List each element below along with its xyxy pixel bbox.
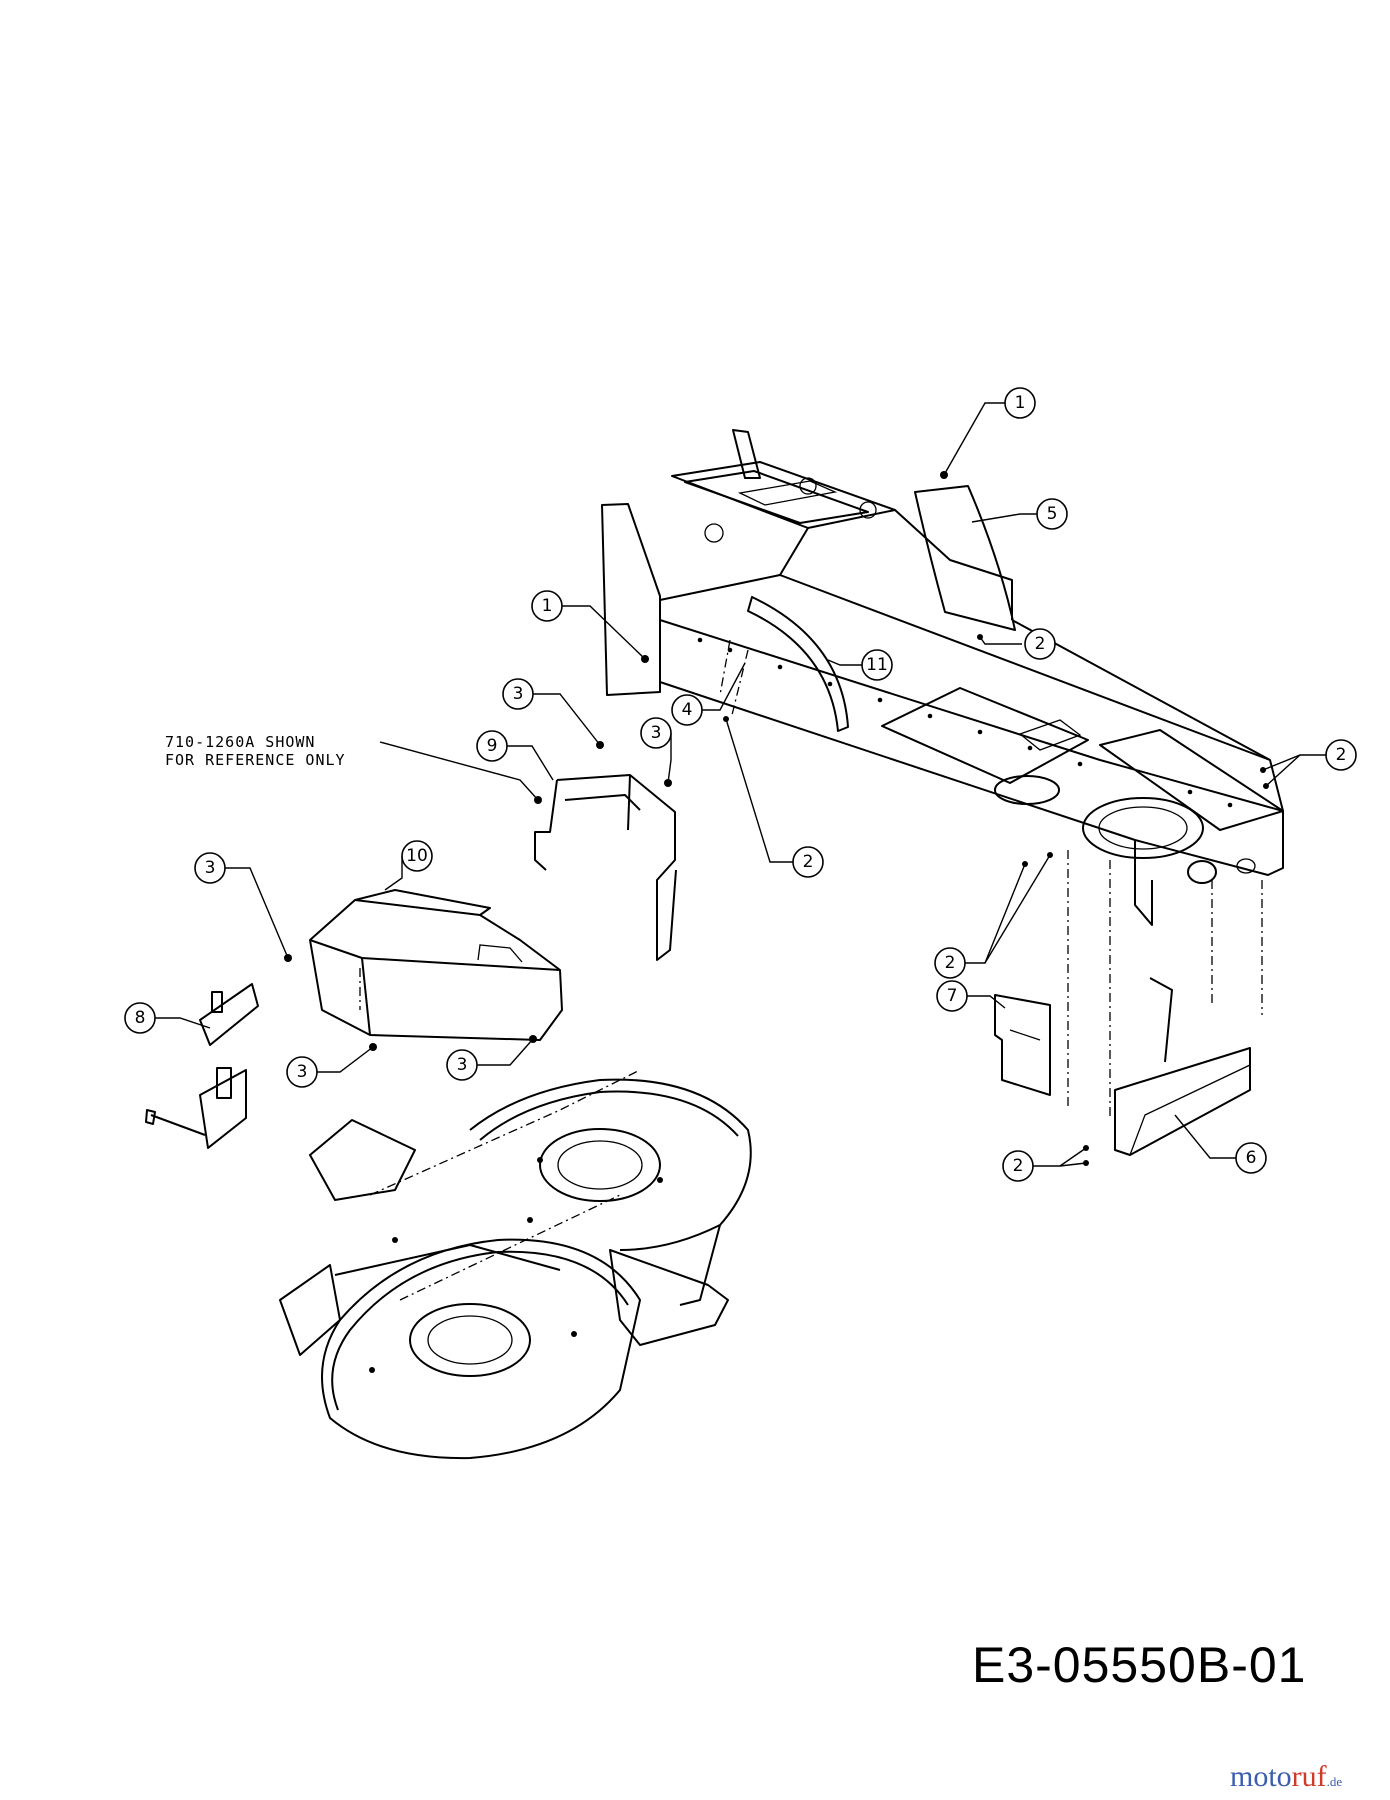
mower-deck	[279, 1069, 752, 1460]
callout-bubble: 2	[1325, 739, 1357, 771]
callout-number: 2	[1336, 745, 1347, 765]
callout-number: 1	[1015, 393, 1026, 413]
callout-number: 3	[205, 858, 216, 878]
callout-number: 3	[457, 1055, 468, 1075]
watermark-part3: .de	[1326, 1774, 1343, 1789]
reference-note-line1: 710-1260A SHOWN	[165, 733, 315, 751]
leader-lines	[155, 402, 1326, 1167]
callout-bubble: 2	[792, 846, 824, 878]
callout-number: 2	[1013, 1156, 1024, 1176]
diagram-code: E3-05550B-01	[972, 1637, 1307, 1693]
reference-note-line2: FOR REFERENCE ONLY	[165, 751, 346, 769]
callout-number: 7	[947, 986, 958, 1006]
callout-bubble: 3	[502, 678, 534, 710]
watermark-logo: motoruf.de	[1230, 1760, 1342, 1794]
callout-bubble: 10	[401, 840, 433, 872]
callout-number: 11	[866, 655, 888, 675]
watermark-part1: moto	[1230, 1760, 1292, 1793]
callout-number: 2	[803, 852, 814, 872]
callout-number: 4	[682, 700, 693, 720]
callout-number: 8	[135, 1008, 146, 1028]
callout-number: 9	[487, 736, 498, 756]
callout-bubble: 2	[1002, 1150, 1034, 1182]
callout-bubble: 2	[1024, 628, 1056, 660]
callout-number: 5	[1047, 504, 1058, 524]
callout-bubble: 6	[1235, 1142, 1267, 1174]
deflector-shield-10	[309, 889, 563, 1041]
callout-bubble: 3	[194, 852, 226, 884]
callout-bubble: 3	[446, 1049, 478, 1081]
watermark-part2: ruf	[1291, 1760, 1327, 1793]
callout-bubble: 1	[1004, 387, 1036, 419]
bracket-9	[534, 774, 677, 961]
callout-number: 10	[406, 846, 428, 866]
callout-bubble: 9	[476, 730, 508, 762]
callout-bubble: 11	[861, 649, 893, 681]
frame-assembly	[601, 429, 1284, 1120]
callout-bubble: 3	[286, 1056, 318, 1088]
callout-number: 6	[1246, 1148, 1257, 1168]
callout-bubble: 8	[124, 1002, 156, 1034]
callout-number: 2	[1035, 634, 1046, 654]
callout-number: 3	[297, 1062, 308, 1082]
callout-bubble: 3	[640, 717, 672, 749]
callout-bubble: 5	[1036, 498, 1068, 530]
callout-number: 3	[651, 723, 662, 743]
callout-number: 1	[542, 596, 553, 616]
deck-arm-8	[145, 983, 259, 1149]
callout-bubble: 4	[671, 694, 703, 726]
callouts: 1 1 2 2 2 2 2 3 3 3 3 3 4 5 6 7 8 9 10 1…	[124, 387, 1357, 1182]
callout-number: 3	[513, 684, 524, 704]
side-panels	[994, 977, 1251, 1156]
callout-bubble: 1	[531, 590, 563, 622]
callout-number: 2	[945, 953, 956, 973]
callout-bubble: 7	[936, 980, 968, 1012]
callout-bubble: 2	[934, 947, 966, 979]
